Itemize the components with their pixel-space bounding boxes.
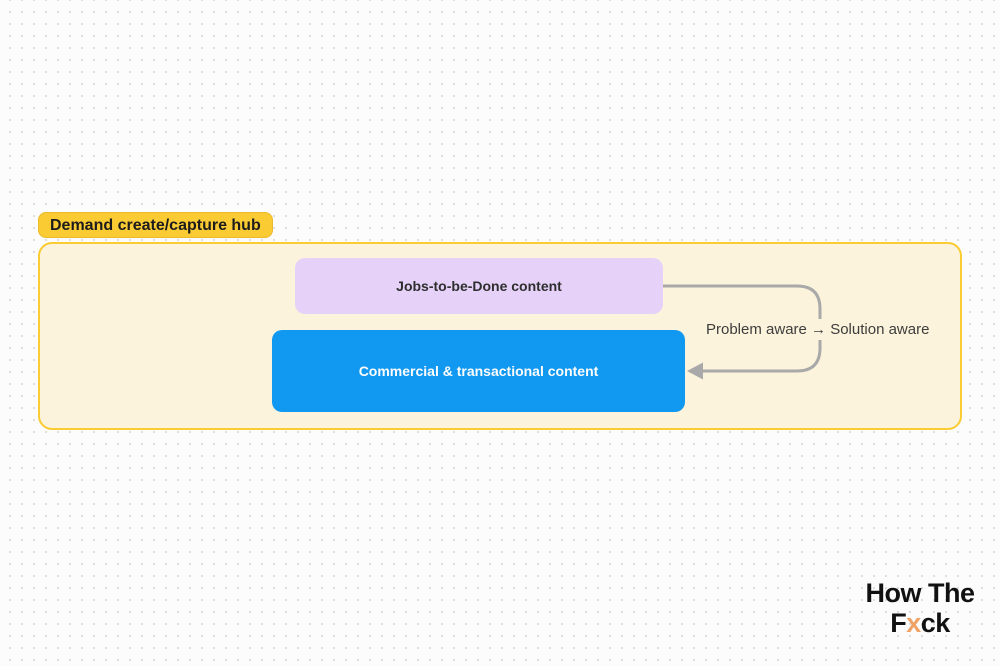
- node-commercial-transactional: Commercial & transactional content: [272, 330, 685, 412]
- brand-logo-f: F: [890, 608, 907, 638]
- brand-logo-ck: ck: [920, 608, 951, 638]
- brand-logo: How The Fxck: [849, 578, 991, 638]
- node-jobs-to-be-done-label: Jobs-to-be-Done content: [396, 278, 562, 294]
- node-jobs-to-be-done: Jobs-to-be-Done content: [295, 258, 663, 314]
- brand-logo-line1: How The: [865, 578, 976, 608]
- arrow-label: Problem aware → Solution aware: [700, 319, 936, 340]
- node-commercial-transactional-label: Commercial & transactional content: [358, 363, 599, 379]
- brand-logo-line2: Fxck: [849, 608, 991, 638]
- hub-label: Demand create/capture hub: [38, 212, 273, 238]
- brand-logo-x-accent: x: [906, 608, 921, 638]
